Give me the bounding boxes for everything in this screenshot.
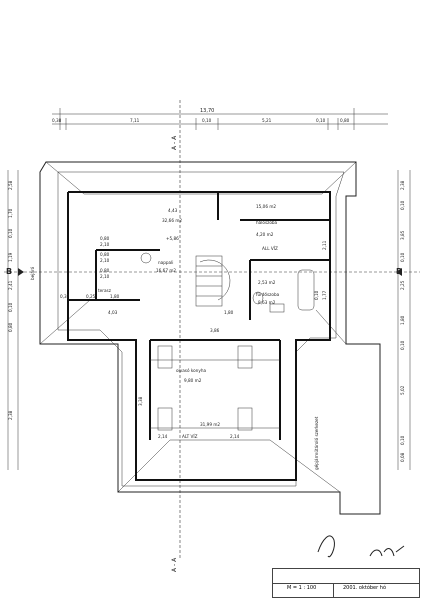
right-dim-4: 0,10 [400,252,405,262]
windows [150,345,280,431]
center-label: olvasó konyha [176,368,206,373]
staircase [195,255,231,307]
right-side-note: gépjárműtároló szerkezet [314,416,319,470]
section-mark-bottom: A - A [171,557,178,572]
balcony-label: bejáró [30,266,35,280]
dim-top-1: 0,38 [52,118,62,123]
left-dim-5: 2,41 [8,280,13,290]
left-dim-6: 0,10 [8,302,13,312]
small-dim-11: 1,80 [224,310,234,315]
right-dim-9: 0,10 [400,435,405,445]
right-dim-3: 3,85 [400,230,405,240]
dim-total: 13,70 [200,108,214,114]
right-dim-10: 0,08 [400,452,405,462]
small-dim-4: 2,10 [100,258,110,263]
bottom-area: 31,99 m2 [200,422,220,427]
exterior-walls [67,191,331,481]
room-top-area: 32,66 m2 [162,218,182,223]
title-block-date: 2001. október hó [343,585,387,591]
left-dim-1: 2,58 [8,180,13,190]
title-block: M = 1 : 100 2001. október hó [272,568,420,598]
dim-top-2: 7,11 [130,118,140,123]
kis-area: 15,06 m2 [256,204,276,209]
small-dim-1: 0,80 [100,236,110,241]
dim-top-6: 0,80 [340,118,350,123]
handwritten-signature [317,535,405,558]
small-dim-10: 4,03 [108,310,118,315]
title-block-scale: M = 1 : 100 [287,585,317,591]
right-dim-5: 2,25 [400,280,405,290]
mid-note: ALT VÍZ [182,434,198,439]
right-dimension-chain: 2,38 0,10 3,85 0,10 2,25 1,80 0,10 5,02 … [397,170,411,470]
furdo-area: 8,63 m2 [258,300,276,305]
small-dim-8: 0,25 [86,294,96,299]
section-axis-b: B B [4,267,420,276]
room-labels: 4,43 32,66 m2 +5,86 nappali 16,67 m2 15,… [30,204,319,470]
small-dim-6: 2,10 [100,274,110,279]
small-dim-13: 3,38 [138,396,143,406]
nappali-area: 16,67 m2 [156,268,176,273]
right-dim-8: 5,02 [400,385,405,395]
level-mark: +5,86 [166,236,179,241]
dim-top-5: 0,10 [316,118,326,123]
kis-dim: 4,20 m2 [256,232,274,237]
right-dim-1: 2,38 [400,180,405,190]
left-dim-8: 2,38 [8,410,13,420]
dim-top-4: 5,21 [262,118,272,123]
furdo-label: fürdőszoba [256,292,280,297]
small-dim-14: 0,10 [314,290,319,300]
left-dim-3: 0,10 [8,228,13,238]
section-axis-a: A - A A - A [171,100,181,572]
left-dimension-chain: 2,58 1,70 0,10 1,19 2,41 0,10 0,80 2,38 [7,170,19,470]
section-mark-left: B [6,267,12,276]
kis-label: hálószoba [256,220,278,225]
small-dim-2: 2,10 [100,242,110,247]
small-dim-5: 0,80 [100,268,110,273]
small-dim-15: 1,77 [322,290,327,300]
nappali-label: nappali [158,260,173,265]
section-mark-top: A - A [171,135,178,150]
left-dim-4: 1,19 [8,252,13,262]
small-dim-9: 1,80 [110,294,120,299]
center-area: 9,80 m2 [184,378,202,383]
roof-outline [39,161,381,515]
small-dim-7: 0,37 [60,294,70,299]
top-dimension-chain: 13,70 0,38 7,11 0,10 5,21 0,10 0,80 [52,108,388,130]
bathroom-fixtures [140,252,315,313]
right-dim-2: 0,10 [400,200,405,210]
bottom-dim-left: 2,14 [158,434,168,439]
dim-top-3: 0,10 [202,118,212,123]
right-dim-6: 1,80 [400,315,405,325]
section-mark-right: B [396,267,402,276]
small-dim-16: 2,11 [322,240,327,250]
right-dim-7: 0,10 [400,340,405,350]
left-dim-2: 1,70 [8,208,13,218]
small-dim-3: 0,80 [100,252,110,257]
left-dim-7: 0,80 [8,322,13,332]
small-dim-12: 3,86 [210,328,220,333]
room-top-dim: 4,43 [168,208,178,213]
left-room-label: terasz [98,288,112,293]
bottom-dim-right: 2,14 [230,434,240,439]
right-note: ALL VÍZ [262,246,278,251]
small-dimensions: 0,80 2,10 0,80 2,10 0,80 2,10 0,37 0,25 … [60,236,327,406]
wc-area: 2,53 m2 [258,280,276,285]
